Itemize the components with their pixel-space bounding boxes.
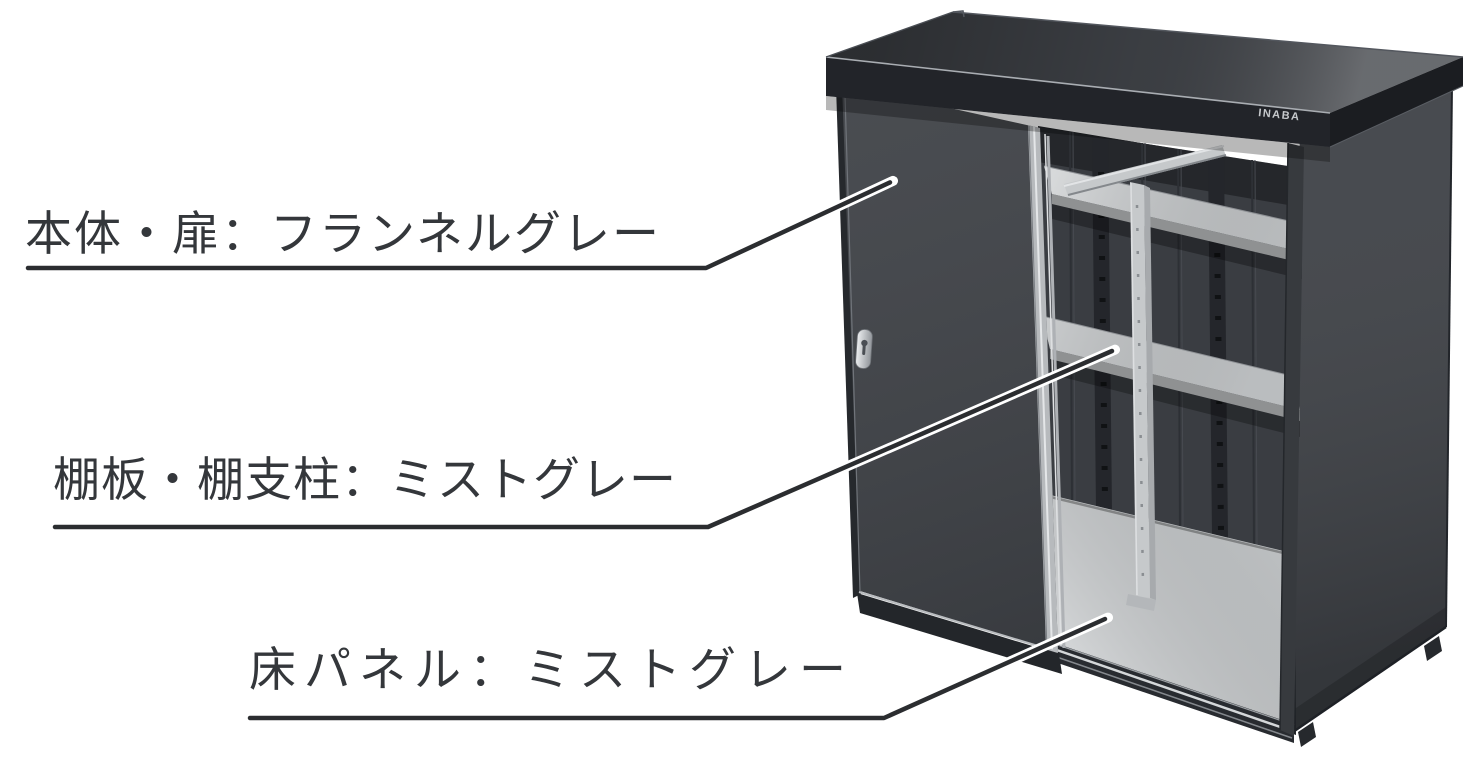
roof-shadow bbox=[826, 96, 1330, 162]
shelf-post bbox=[1126, 182, 1156, 611]
rear-door-edge bbox=[1044, 133, 1066, 649]
cabinet-side-panel bbox=[1289, 84, 1453, 747]
cabinet-front-pillar bbox=[1279, 142, 1304, 736]
door-rail-track bbox=[1045, 640, 1295, 743]
label-floor-color: 床パネル：ミストグレー bbox=[249, 643, 854, 696]
roof-right-fascia bbox=[1330, 57, 1463, 147]
floor-panel bbox=[1037, 492, 1297, 724]
shelf-middle bbox=[1041, 315, 1300, 437]
shelf-divider-bar bbox=[1063, 145, 1227, 196]
brand-logo: INABA bbox=[1258, 107, 1301, 123]
cabinet-foot bbox=[1424, 636, 1442, 661]
shelf-top bbox=[1043, 165, 1302, 279]
leader-line-shelf bbox=[50, 344, 1120, 532]
leader-line-body-door bbox=[23, 175, 898, 273]
leader-lines bbox=[23, 175, 1120, 723]
roof: INABA bbox=[825, 10, 1464, 148]
cabinet-interior bbox=[1037, 126, 1302, 743]
shelf-support-strip bbox=[1092, 136, 1112, 512]
cabinet-foot bbox=[1298, 722, 1316, 747]
sliding-door bbox=[835, 56, 1062, 674]
leader-line-floor bbox=[245, 612, 1113, 723]
door-lock bbox=[855, 329, 873, 369]
label-shelf-color: 棚板・棚支柱：ミストグレー bbox=[53, 453, 677, 506]
roof-front-fascia bbox=[826, 57, 1330, 147]
door-base bbox=[857, 593, 1062, 674]
label-body-door-color: 本体・扉：フランネルグレー bbox=[25, 207, 662, 260]
